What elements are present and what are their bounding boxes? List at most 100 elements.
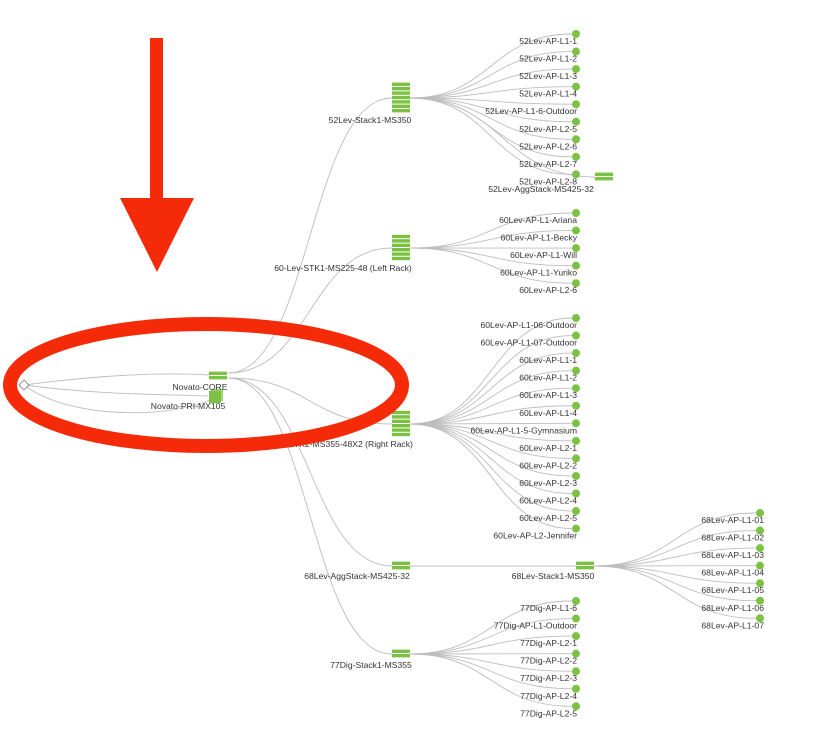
access-point-label: 60Lev-AP-L1-2: [519, 373, 577, 383]
diamond-icon[interactable]: [18, 379, 30, 391]
switch-icon[interactable]: [576, 561, 594, 570]
link-line: [409, 97, 573, 105]
access-point-label: 60Lev-AP-L1-3: [519, 390, 577, 400]
access-point-icon[interactable]: [572, 30, 580, 38]
access-point-label: 60Lev-AP-L2-Jennifer: [493, 531, 577, 541]
access-point-label: 68Lev-AP-L1-03: [701, 550, 764, 560]
access-point-icon[interactable]: [572, 667, 580, 676]
core-label: Novato-CORE: [173, 382, 228, 392]
link-line: [593, 530, 757, 567]
access-point-icon[interactable]: [756, 509, 764, 517]
access-point-icon[interactable]: [572, 471, 580, 480]
access-point-icon[interactable]: [756, 561, 764, 570]
link-line: [409, 653, 573, 707]
access-point-icon[interactable]: [572, 279, 580, 288]
access-point-icon[interactable]: [756, 526, 764, 535]
core-switch-icon[interactable]: [209, 371, 227, 380]
access-point-icon[interactable]: [572, 419, 580, 428]
access-point-icon[interactable]: [572, 244, 580, 253]
access-point-icon[interactable]: [572, 135, 580, 144]
access-point-label: 60Lev-AP-L2-1: [519, 443, 577, 453]
switch-icon[interactable]: [392, 649, 410, 658]
link-line: [227, 377, 393, 567]
access-point-label: 52Lev-AP-L1-2: [519, 54, 577, 64]
access-point-icon[interactable]: [756, 544, 764, 553]
access-point-icon[interactable]: [572, 401, 580, 410]
access-point-label: 68Lev-AP-L1-01: [701, 515, 764, 525]
access-point-icon[interactable]: [572, 684, 580, 693]
access-point-icon[interactable]: [572, 170, 580, 179]
link-line: [409, 423, 573, 530]
switch-label: 52Lev-AggStack-MS425-32: [488, 184, 594, 194]
link-line: [409, 97, 573, 175]
access-point-icon[interactable]: [572, 226, 580, 235]
access-point-icon[interactable]: [756, 614, 764, 623]
access-point-icon[interactable]: [572, 489, 580, 498]
access-point-label: 52Lev-AP-L2-6: [519, 141, 577, 151]
link-line: [409, 653, 573, 690]
access-point-icon[interactable]: [572, 314, 580, 322]
access-point-icon[interactable]: [572, 454, 580, 463]
link-line: [409, 600, 573, 655]
access-point-icon[interactable]: [572, 331, 580, 340]
access-point-label: 60Lev-AP-L2-2: [519, 460, 577, 470]
access-point-icon[interactable]: [572, 597, 580, 605]
link-line: [409, 317, 573, 425]
access-point-icon[interactable]: [572, 349, 580, 358]
access-point-icon[interactable]: [756, 596, 764, 605]
access-point-label: 52Lev-AP-L1-1: [519, 36, 577, 46]
access-point-icon[interactable]: [572, 384, 580, 393]
access-point-label: 68Lev-AP-L1-02: [701, 533, 764, 543]
access-point-icon[interactable]: [572, 524, 580, 533]
access-point-icon[interactable]: [572, 632, 580, 641]
switch-icon[interactable]: [392, 410, 410, 437]
access-point-icon[interactable]: [572, 436, 580, 445]
appliance-icon[interactable]: [209, 389, 223, 403]
access-point-icon[interactable]: [572, 507, 580, 516]
access-point-label: 52Lev-AP-L2-7: [519, 159, 577, 169]
access-point-label: 77Dig-AP-L1-Outdoor: [494, 621, 577, 631]
link-line: [409, 352, 573, 425]
switch-icon[interactable]: [392, 234, 410, 261]
access-point-icon[interactable]: [572, 649, 580, 658]
access-point-icon[interactable]: [572, 614, 580, 623]
access-point-icon[interactable]: [572, 702, 580, 711]
access-point-icon[interactable]: [572, 209, 580, 217]
link-line: [409, 212, 573, 249]
link-line: [409, 387, 573, 425]
switch-icon[interactable]: [392, 561, 410, 570]
access-point-icon[interactable]: [572, 261, 580, 270]
link-line: [409, 97, 573, 123]
nodes: 52Lev-AP-L1-152Lev-AP-L1-252Lev-AP-L1-35…: [18, 30, 764, 718]
link-line: [409, 86, 573, 99]
access-point-label: 60Lev-AP-L2-6: [519, 285, 577, 295]
switch-icon[interactable]: [392, 82, 410, 113]
link-line: [409, 335, 573, 425]
link-line: [409, 97, 573, 140]
access-point-icon[interactable]: [572, 82, 580, 91]
access-point-label: 77Dig-AP-L2-3: [520, 673, 577, 683]
switch-icon[interactable]: [595, 172, 613, 181]
link-line: [409, 422, 573, 425]
access-point-icon[interactable]: [572, 152, 580, 161]
link-line: [409, 653, 573, 672]
access-point-label: 60Lev-AP-L2-5: [519, 513, 577, 523]
access-point-label: 68Lev-AP-L1-06: [701, 603, 764, 613]
access-point-icon[interactable]: [572, 65, 580, 74]
link-line: [409, 97, 596, 178]
access-point-icon[interactable]: [572, 47, 580, 56]
access-point-label: 77Dig-AP-L2-5: [520, 708, 577, 718]
link-line: [227, 97, 393, 374]
access-point-label: 52Lev-AP-L1-4: [519, 89, 577, 99]
link-line: [409, 370, 573, 425]
switch-label: 68Lev-AggStack-MS425-32: [304, 571, 410, 581]
access-point-icon[interactable]: [572, 100, 580, 109]
edges: [23, 33, 757, 707]
access-point-icon[interactable]: [756, 579, 764, 588]
link-line: [409, 423, 573, 477]
access-point-icon[interactable]: [572, 117, 580, 126]
access-point-label: 77Dig-AP-L2-4: [520, 691, 577, 701]
access-point-icon[interactable]: [572, 366, 580, 375]
access-point-label: 60Lev-AP-L1-1: [519, 355, 577, 365]
switch-label: 68Lev-Stack1-MS350: [512, 571, 595, 581]
